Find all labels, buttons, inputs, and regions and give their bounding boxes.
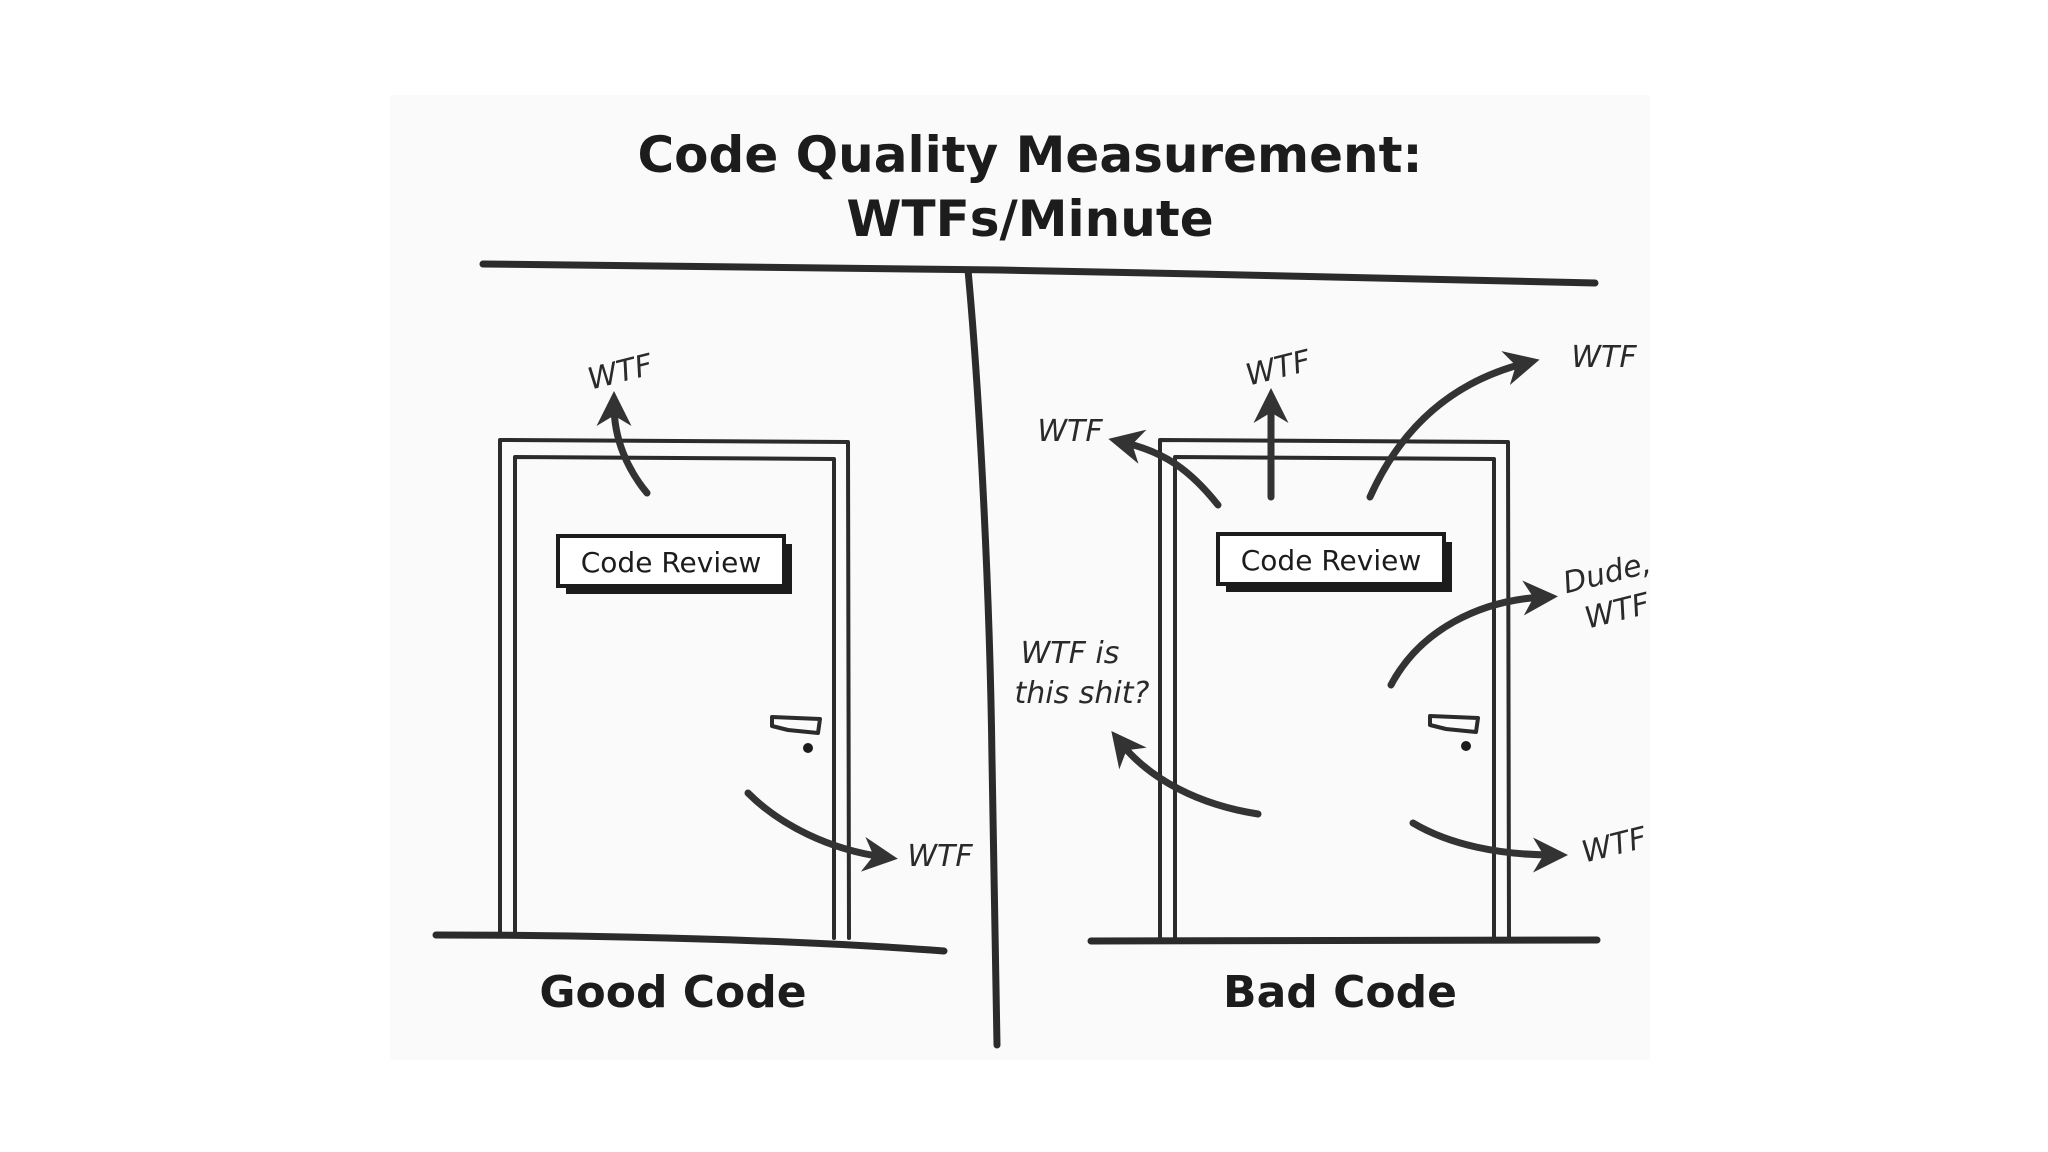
bad-arrow-bottom-right xyxy=(1409,819,1568,873)
good-arrow-up xyxy=(596,391,651,497)
good-door-sign: Code Review xyxy=(556,534,792,594)
good-floor-line xyxy=(432,931,948,955)
bad-arrow-shit xyxy=(1111,731,1262,818)
good-door-handle xyxy=(770,715,822,753)
bad-arrow-top-right xyxy=(1366,351,1540,501)
good-door-frame xyxy=(498,438,851,940)
bad-arrow-dude xyxy=(1387,580,1558,689)
title-line-1: Code Quality Measurement: xyxy=(637,126,1422,184)
bad-door-sign: Code Review xyxy=(1216,532,1452,592)
bad-door xyxy=(1173,455,1496,942)
good-code-caption: Good Code xyxy=(539,967,806,1018)
bad-wtf-top-right: WTF xyxy=(1571,340,1637,375)
good-wtf-bottom: WTF xyxy=(907,839,973,874)
vertical-divider-line xyxy=(964,266,1001,1049)
good-door-sign-label: Code Review xyxy=(581,546,761,579)
bad-code-panel: Code Review WTF WTF WTF Dude, WTF WTF is… xyxy=(1015,340,1655,1018)
bad-floor-line xyxy=(1087,936,1601,945)
bad-door-sign-label: Code Review xyxy=(1241,544,1421,577)
bad-arrow-top-left xyxy=(1108,429,1222,509)
good-door xyxy=(513,455,836,940)
good-arrow-right xyxy=(744,789,898,872)
bad-code-caption: Bad Code xyxy=(1223,967,1457,1018)
top-divider-line xyxy=(479,260,1599,287)
bad-door-frame xyxy=(1158,438,1511,942)
title-line-2: WTFs/Minute xyxy=(846,190,1213,248)
good-code-panel: Code Review WTF WTF Good Code xyxy=(432,347,973,1018)
bad-door-handle xyxy=(1428,714,1480,751)
bad-wtf-top-left: WTF xyxy=(1037,414,1103,449)
bad-shit-label-line-2: this shit? xyxy=(1015,676,1150,711)
bad-shit-label-line-1: WTF is xyxy=(1021,636,1120,671)
